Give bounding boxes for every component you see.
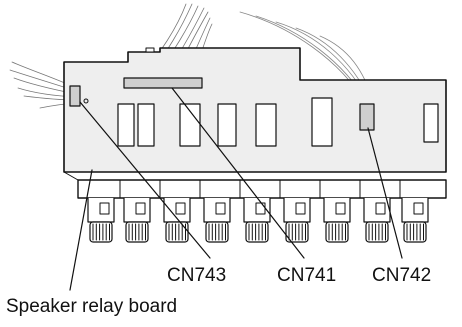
cn743-pin [83, 98, 89, 104]
terminal-knob [323, 197, 351, 243]
cn743-label: CN743 [167, 265, 227, 286]
speaker-relay-board-label: Speaker relay board [6, 296, 178, 317]
cn743-leader-line [79, 101, 211, 259]
cn742-connector [359, 103, 375, 131]
speaker-terminal-knobs [87, 197, 429, 243]
cn742-label: CN742 [372, 265, 432, 286]
terminal-knob [283, 197, 311, 243]
cn741-leader-line [171, 87, 305, 259]
board-leader-line [69, 169, 93, 291]
terminal-knob [243, 197, 271, 243]
terminal-knob [163, 197, 191, 243]
cn741-connector [123, 77, 203, 89]
terminal-knob [87, 197, 115, 243]
cn743-connector [69, 85, 81, 107]
cn741-label: CN741 [277, 265, 337, 286]
terminal-knob [401, 197, 429, 243]
terminal-knob [123, 197, 151, 243]
terminal-strip [77, 179, 447, 199]
terminal-knob [363, 197, 391, 243]
leader-lines [69, 87, 403, 291]
terminal-dividers [119, 179, 401, 199]
terminal-knob [203, 197, 231, 243]
cn742-leader-line [367, 127, 403, 259]
board-notch [145, 47, 155, 53]
